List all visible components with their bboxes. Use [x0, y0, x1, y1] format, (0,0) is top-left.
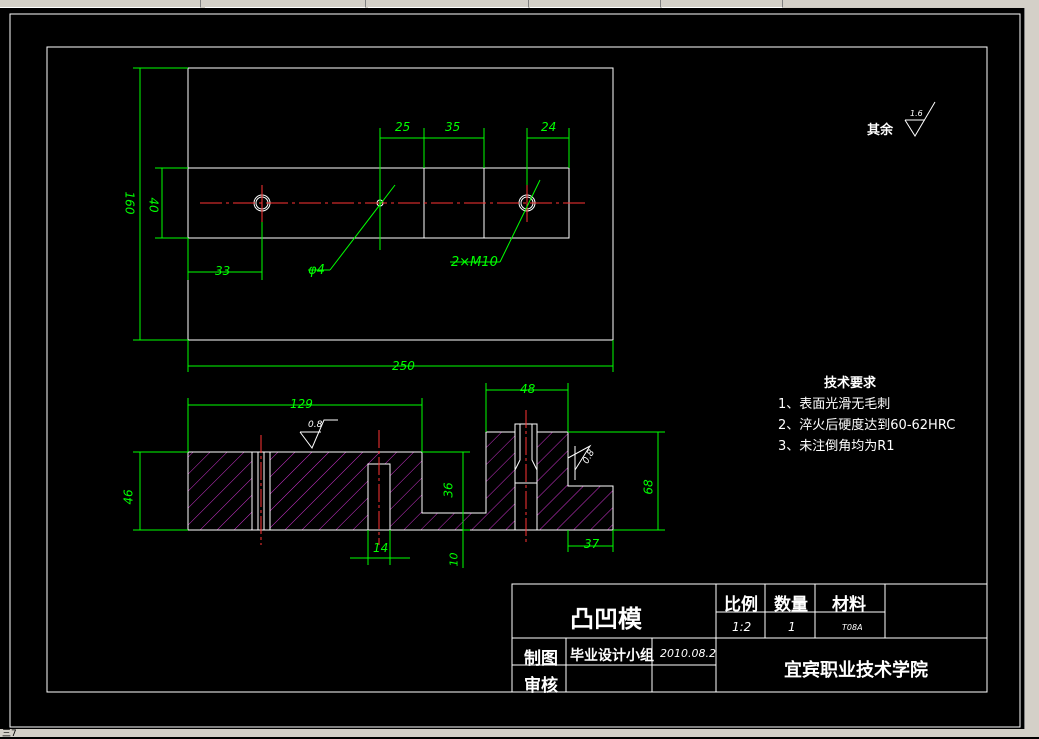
toolbar-segment[interactable]: [530, 0, 661, 8]
toolbar-segment[interactable]: [205, 0, 366, 8]
toolbar-segment[interactable]: [368, 0, 529, 8]
vertical-scrollbar[interactable]: [1024, 8, 1039, 730]
title-block-grid: [511, 583, 988, 693]
drawing-canvas[interactable]: [0, 8, 1024, 729]
front-dimensions: [133, 383, 665, 568]
front-centerlines: [260, 410, 527, 545]
command-text: 三7: [2, 729, 17, 739]
toolbar-segment[interactable]: [0, 0, 201, 8]
toolbar-segment[interactable]: [662, 0, 783, 8]
command-line[interactable]: 三7: [0, 729, 1039, 739]
toolbar-strip: [0, 0, 1039, 8]
roughness-symbols: [299, 101, 936, 480]
front-view[interactable]: [187, 423, 614, 531]
plan-dimensions: [133, 67, 614, 372]
